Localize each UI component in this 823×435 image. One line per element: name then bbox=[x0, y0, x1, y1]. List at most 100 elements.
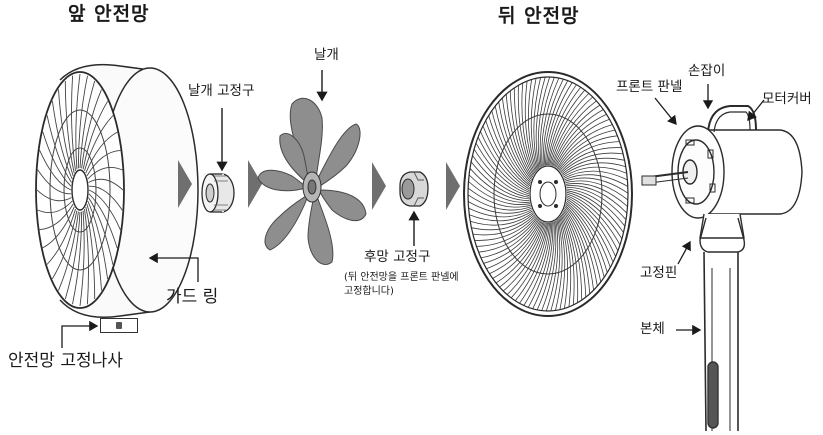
screw-leader bbox=[61, 320, 99, 348]
guard-spoke bbox=[564, 206, 598, 287]
guard-spoke bbox=[565, 183, 628, 207]
guard-spoke bbox=[468, 207, 533, 218]
guard-spoke bbox=[480, 131, 530, 192]
guard-spoke bbox=[566, 193, 621, 246]
guard-spoke bbox=[84, 115, 114, 172]
guard-spoke bbox=[492, 221, 543, 279]
guard-spoke bbox=[523, 222, 552, 306]
guard-spoke bbox=[72, 211, 83, 305]
guard-spoke bbox=[560, 147, 622, 173]
guard-spoke bbox=[46, 115, 72, 183]
guard-spoke bbox=[550, 219, 561, 312]
guard-spoke bbox=[482, 125, 530, 190]
guard-spoke bbox=[480, 218, 539, 259]
rear-guard-fixture-label: 후망 고정구 bbox=[364, 249, 431, 265]
guard-spoke bbox=[475, 142, 530, 195]
guard-spoke bbox=[527, 222, 553, 308]
guard-spoke bbox=[471, 213, 535, 231]
guard-spoke bbox=[541, 220, 557, 311]
guard-spoke bbox=[485, 120, 530, 188]
guard-spoke bbox=[527, 79, 537, 172]
guard-spoke bbox=[565, 205, 602, 282]
guard-spoke bbox=[547, 86, 582, 166]
blade-fixture bbox=[201, 173, 235, 213]
guard-spoke bbox=[505, 94, 533, 179]
guard-spoke bbox=[517, 85, 535, 175]
blade-label: 날개 bbox=[314, 47, 339, 63]
guard-spoke bbox=[478, 217, 538, 253]
guard-spoke bbox=[558, 135, 618, 171]
guard-spoke bbox=[536, 221, 555, 311]
guard-spoke bbox=[509, 90, 533, 178]
guard-spoke bbox=[467, 187, 531, 208]
guard-spoke bbox=[86, 149, 121, 177]
blade bbox=[257, 97, 367, 265]
guard-spoke bbox=[84, 209, 89, 305]
guard-spoke bbox=[543, 80, 569, 166]
guard-spoke bbox=[563, 170, 628, 181]
guard-spoke bbox=[519, 222, 550, 304]
guard-spoke bbox=[88, 189, 121, 230]
guard-spoke bbox=[88, 197, 114, 265]
guard-spoke bbox=[566, 185, 628, 214]
guard-ring-label: 가드 링 bbox=[166, 287, 219, 307]
guard-spoke bbox=[81, 89, 102, 169]
guard-spoke bbox=[87, 167, 123, 180]
guard-spoke bbox=[470, 161, 530, 200]
guard-spoke bbox=[559, 216, 569, 309]
rear-guard-fixture bbox=[399, 171, 429, 207]
guard-spoke bbox=[563, 166, 627, 178]
guard-spoke bbox=[86, 203, 102, 291]
guard-spoke bbox=[561, 213, 579, 303]
guard-spoke bbox=[566, 190, 624, 233]
guard-spoke bbox=[468, 174, 530, 203]
guard-spoke bbox=[550, 96, 593, 166]
guard-spoke bbox=[564, 208, 594, 291]
guard-spoke bbox=[565, 203, 605, 278]
motor-cover-label: 모터커버 bbox=[762, 91, 812, 107]
guard-spoke bbox=[483, 219, 540, 264]
guard-spoke bbox=[467, 194, 532, 211]
guard-spoke bbox=[548, 89, 586, 166]
guard-spoke bbox=[58, 89, 74, 177]
guard-spoke bbox=[558, 217, 566, 310]
guard-spoke bbox=[503, 222, 546, 292]
guard-spoke bbox=[524, 81, 536, 173]
guard-spoke bbox=[565, 180, 629, 201]
guard-spoke bbox=[472, 155, 530, 198]
guard-spoke bbox=[566, 198, 614, 263]
guard-spoke bbox=[469, 168, 530, 202]
guard-spoke bbox=[566, 200, 611, 268]
guard-spoke bbox=[37, 200, 73, 213]
guard-spoke bbox=[85, 131, 118, 174]
guard-spoke bbox=[553, 109, 604, 167]
guard-spoke bbox=[36, 189, 72, 202]
guard-spoke bbox=[566, 195, 619, 251]
guard-ring-leader bbox=[148, 252, 199, 282]
guard-spoke bbox=[535, 76, 546, 169]
guard-spoke bbox=[39, 150, 72, 191]
rear-guard-title: 뒤 안전망 bbox=[498, 5, 580, 27]
guard-spoke bbox=[564, 174, 628, 187]
guard-spoke bbox=[530, 78, 538, 171]
guard-spoke bbox=[88, 185, 123, 211]
guard-spoke bbox=[554, 113, 607, 168]
guard-fixing-screw-label: 안전망 고정나사 bbox=[8, 351, 123, 371]
guard-spoke bbox=[514, 222, 549, 302]
guard-spoke bbox=[88, 178, 124, 191]
guard-spoke bbox=[75, 73, 81, 170]
guard-spoke bbox=[64, 211, 81, 300]
guard-spoke bbox=[563, 210, 587, 298]
guard-spoke bbox=[532, 221, 554, 309]
guard-spoke bbox=[555, 118, 610, 168]
guard-spoke bbox=[551, 100, 597, 166]
guard-spoke bbox=[82, 100, 109, 170]
guard-spoke bbox=[566, 186, 627, 220]
guard-fixing-screw-box bbox=[100, 318, 138, 333]
guard-spoke bbox=[477, 137, 530, 193]
handle-label: 손잡이 bbox=[688, 63, 726, 79]
guard-spoke bbox=[566, 191, 623, 240]
guard-spoke bbox=[469, 210, 533, 222]
guard-spoke bbox=[560, 152, 624, 174]
